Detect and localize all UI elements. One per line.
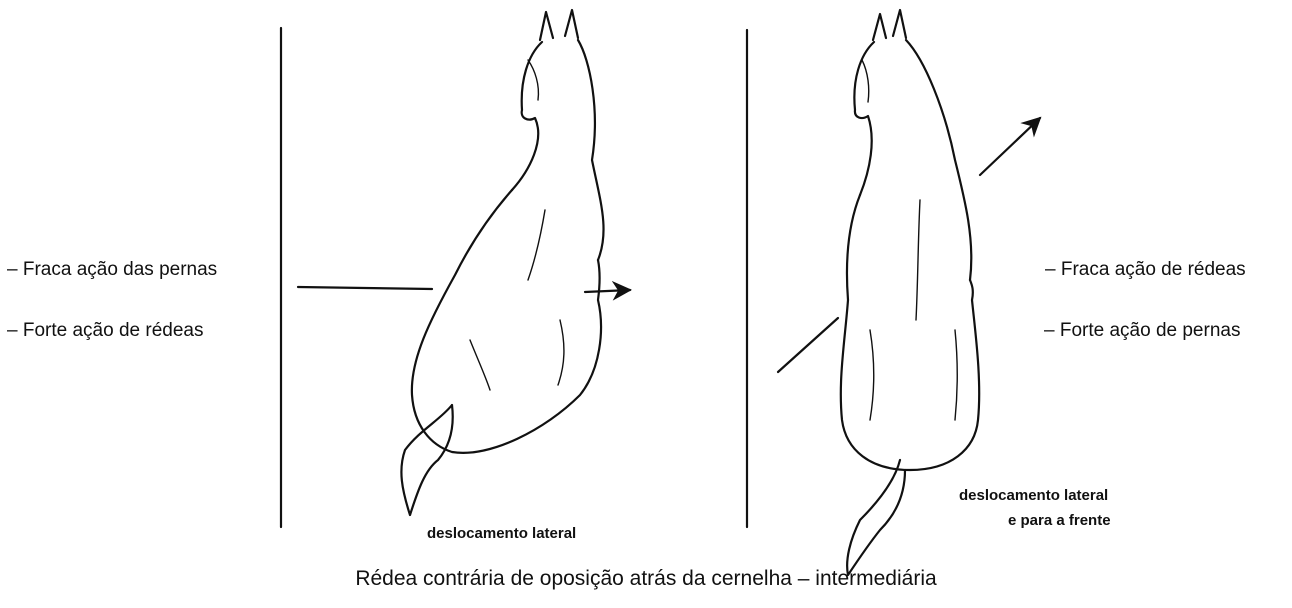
left-horse-drawing xyxy=(401,10,603,515)
right-panel-caption-line2: e para a frente xyxy=(1008,512,1111,529)
right-label-strong-legs: – Forte ação de pernas xyxy=(1044,320,1240,342)
right-leg-force-line xyxy=(778,318,838,372)
right-label-weak-reins: – Fraca ação de rédeas xyxy=(1045,259,1246,281)
right-panel-caption-line1: deslocamento lateral xyxy=(959,487,1108,504)
left-label-weak-legs: – Fraca ação das pernas xyxy=(7,259,217,281)
left-panel-caption: deslocamento lateral xyxy=(427,525,576,542)
figure-caption: Rédea contrária de oposição atrás da cer… xyxy=(0,567,1292,591)
left-label-strong-reins: – Forte ação de rédeas xyxy=(7,320,203,342)
right-forward-arrow xyxy=(980,118,1040,175)
left-lateral-arrow xyxy=(585,290,630,292)
left-leg-force-line xyxy=(298,287,432,289)
